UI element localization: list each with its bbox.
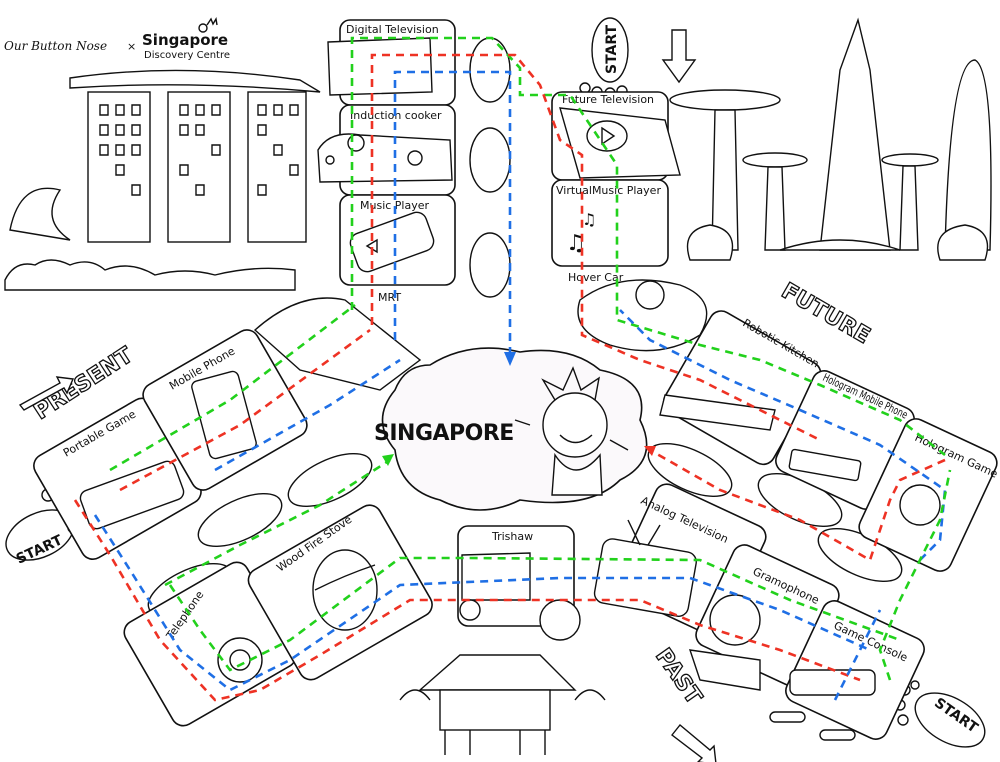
zone-word-future: FUTURE [776, 278, 874, 350]
path-green-present [109, 303, 356, 472]
play-icon [601, 126, 616, 146]
card-trishaw[interactable]: Trishaw [457, 525, 581, 641]
path-red-right [649, 448, 946, 562]
brand-separator: × [127, 40, 136, 53]
card-hologram-mobile-phone[interactable]: Hologram Mobile Phone [772, 367, 918, 513]
path-red-left [73, 499, 861, 702]
card-label: Future Television [562, 93, 654, 106]
hologram-phone-icon [788, 448, 862, 482]
start-past[interactable]: START [894, 680, 994, 758]
future-city-illustration [661, 17, 992, 261]
card-label: Digital Television [346, 23, 439, 36]
arrow-icon [18, 376, 75, 411]
start-label-future: START [604, 24, 620, 74]
card-mobile-phone[interactable]: Mobile Phone [139, 326, 312, 495]
marina-bay-sands-illustration [4, 69, 321, 291]
card-hologram-game[interactable]: Hologram Game [855, 415, 1000, 575]
path-blue-present [214, 358, 401, 472]
arrow-red-icon [644, 446, 656, 456]
card-induction-cooker[interactable]: Induction cooker [317, 104, 456, 196]
path-blue-gc [833, 609, 882, 701]
brand-our-button-nose: Our Button Nose [4, 39, 107, 53]
card-digital-television[interactable]: Digital Television [327, 19, 456, 106]
card-label: Trishaw [491, 530, 533, 543]
card-label: MRT [378, 291, 401, 304]
hologram-character-icon [899, 484, 941, 526]
trees-icon [4, 259, 296, 291]
path-blue-right [619, 309, 947, 561]
gameboy-icon [79, 460, 185, 530]
music-player-icon [349, 211, 435, 273]
music-note-icon: ♫ [582, 210, 596, 229]
rotary-telephone-icon [217, 637, 263, 683]
gramophone-horn-icon [709, 594, 761, 646]
path-green-future [350, 36, 946, 457]
kitchen-counter-icon [659, 394, 776, 431]
path-green-right [878, 469, 952, 681]
mascot-character-icon [514, 366, 629, 496]
brand-singapore: Singapore [142, 31, 228, 49]
brand-discovery-centre: Discovery Centre [144, 50, 230, 61]
arrow-blue-icon [504, 352, 516, 366]
controller-icon [769, 711, 806, 723]
future-word: FUTURE [777, 279, 874, 350]
card-label: VirtualMusic Player [556, 184, 661, 197]
singapore-title: SINGAPORE [374, 421, 514, 446]
kampung-house-illustration [399, 654, 606, 755]
card-label: Music Player [360, 199, 430, 212]
tv-icon [327, 37, 433, 96]
card-label: Hover Car [568, 271, 624, 284]
singapore-island: SINGAPORE [374, 347, 648, 511]
card-mrt[interactable]: MRT [253, 291, 422, 391]
tree-icon [937, 224, 989, 261]
tree-icon [686, 224, 734, 261]
card-virtual-music-player[interactable]: VirtualMusic Player ♫ ♫ [551, 179, 669, 267]
path-blue-left [93, 514, 871, 692]
card-wood-fire-stove[interactable]: Wood Fire Stove [244, 501, 436, 684]
down-arrow-icon [661, 29, 697, 84]
path-green-to-center [164, 458, 391, 587]
path-green-left [168, 556, 901, 672]
path-red-future [370, 53, 821, 442]
analog-tv-icon [593, 538, 697, 617]
mobile-phone-icon [191, 370, 257, 460]
palm-tree-icon [399, 689, 606, 701]
artscience-museum-icon [9, 187, 71, 241]
stove-icon [312, 549, 378, 631]
arrow-icon [671, 724, 717, 762]
card-music-player[interactable]: Music Player [339, 194, 456, 286]
merlion-logo-icon [198, 17, 218, 33]
path-blue-future [393, 70, 512, 360]
mrt-train-icon [253, 297, 422, 391]
brand-header: Our Button Nose × Singapore Discovery Ce… [4, 17, 230, 61]
start-future[interactable]: START [579, 17, 629, 99]
controller-icon [819, 729, 856, 741]
arrow-green-icon [382, 454, 394, 466]
path-red-present [119, 328, 371, 492]
card-hover-car[interactable]: Hover Car [568, 271, 708, 352]
card-portable-game[interactable]: Portable Game [29, 394, 205, 564]
trishaw-icon [459, 552, 581, 641]
game-console-icon [789, 669, 876, 696]
cooker-icon [317, 133, 453, 183]
